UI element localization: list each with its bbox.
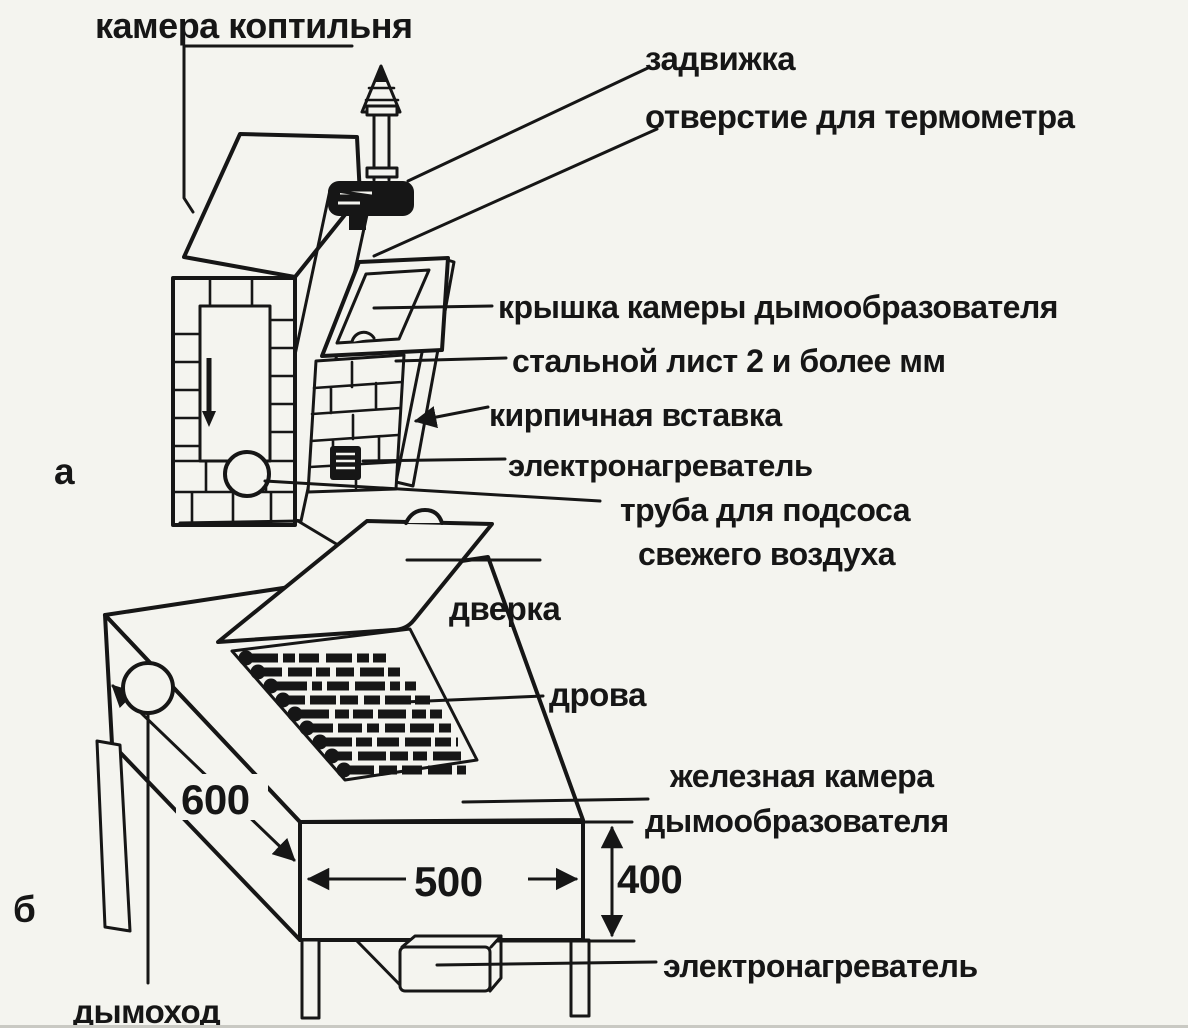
chimney-arrow-tip [374,66,388,82]
leader-iron-chamber [461,797,650,804]
finger-notch [350,330,376,344]
dim-500-value: 500 [414,858,483,905]
lid-handle [404,508,444,525]
part-a-leaders [263,65,659,503]
leader-damper [406,65,652,183]
label-thermometer-hole: отверстие для термометра [645,98,1076,135]
box-lid [216,519,494,644]
firebox-door-opening [198,304,272,463]
label-door: дверка [449,590,561,627]
damper-stem [349,216,366,230]
dim-600-line [111,684,296,862]
marker-a: а [54,451,75,492]
part-a-diagram: камера коптильня задвижка отверстие для … [54,5,1076,572]
label-generator-lid: крышка камеры дымообразователя [498,289,1058,325]
label-iron-chamber-1: железная камера [669,758,934,794]
electric-heater-a [330,446,361,480]
dim-500-mask [406,853,528,901]
smoke-generator-chamber [306,256,456,494]
log-end [250,664,266,680]
leader-heater-b [435,960,658,967]
log-end [324,748,340,764]
funnel-line [355,939,406,991]
chimney-arrow-bands [364,86,400,102]
leader-generator-lid [372,304,494,310]
leader-thermometer-hole [372,127,659,258]
heater-b-top [400,934,503,949]
dim-400 [495,820,636,943]
rear-leg [95,739,132,933]
part-b-diagram: дверка дрова железная камера дымообразов… [13,508,978,1028]
chimney-assembly [328,64,414,230]
label-iron-chamber-2: дымообразователя [645,803,949,839]
dim-600-mask [176,774,268,820]
leader-heater-a [361,457,507,463]
heater-coil-texture [336,452,355,470]
label-heater-a: электронагреватель [508,448,813,483]
leader-brick-insert [413,405,490,429]
scan-edge [0,1025,1188,1028]
label-heater-b: электронагреватель [663,948,978,984]
label-air-pipe-2: свежего воздуха [638,536,896,572]
leader-firewood [402,694,545,704]
chimney-flange-bottom [365,166,399,179]
label-air-pipe-1: труба для подсоса [620,492,911,528]
air-intake-hole [223,450,271,498]
chimney-hole [121,661,175,715]
log-end [275,692,291,708]
leader-smoke-chamber [182,44,354,214]
log-end [299,720,315,736]
front-left-leg [300,938,321,1020]
label-chimney: дымоход [73,993,221,1028]
log-end [336,762,352,778]
label-brick-insert: кирпичная вставка [489,397,782,433]
log-end [312,734,328,750]
leader-air-pipe [263,479,602,503]
label-smoke-chamber: камера коптильня [95,5,413,46]
brick-front-face [171,276,297,527]
dim-400-extensions [495,820,636,943]
door-mark-arrow [202,411,216,427]
firewood-logs [238,650,466,778]
marker-b: б [13,889,35,930]
front-right-leg [569,938,591,1018]
log-end [287,706,303,722]
log-end [238,650,254,666]
chimney-flange-top [365,104,399,117]
label-steel-sheet: стальной лист 2 и более мм [512,343,946,379]
label-firewood: дрова [549,676,647,713]
electric-heater-b [398,945,492,993]
part-b-leaders [402,558,658,967]
dim-600-value: 600 [181,776,250,823]
log-end [263,678,279,694]
top-slab [182,132,362,279]
label-damper: задвижка [645,40,796,77]
leader-steel-sheet [394,356,508,363]
dim-400-value: 400 [617,858,682,902]
